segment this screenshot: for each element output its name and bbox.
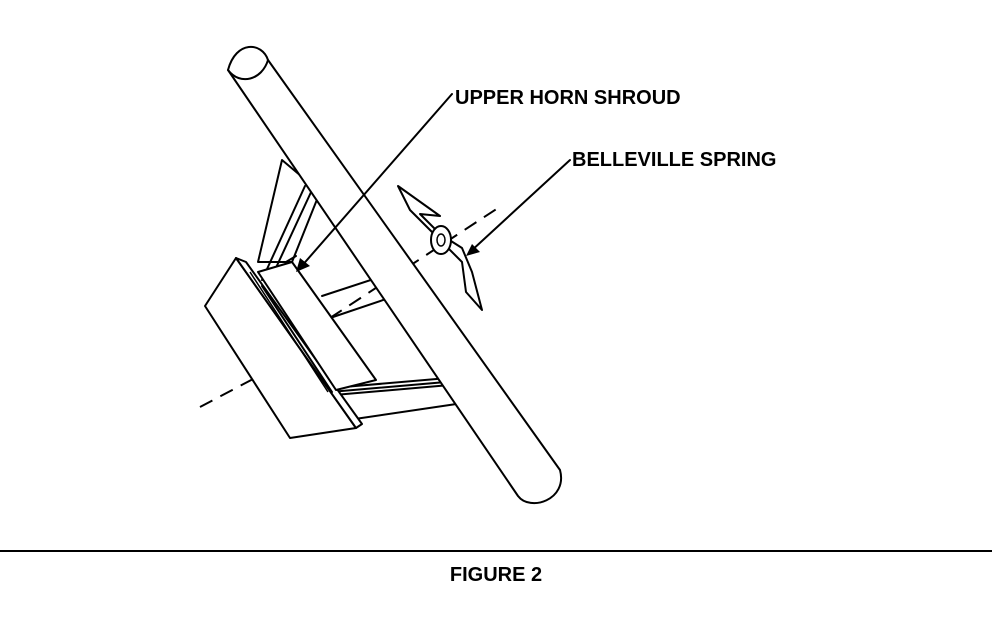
upper-horn-shroud: [204, 255, 377, 439]
label-upper-horn-shroud: UPPER HORN SHROUD: [455, 87, 681, 109]
figure-caption: FIGURE 2: [450, 564, 542, 586]
label-belleville-spring: BELLEVILLE SPRING: [572, 149, 776, 171]
leader-lines: [296, 93, 571, 272]
belleville-spring: [397, 185, 483, 311]
steering-wheel-rim: [227, 45, 563, 505]
center-axis: [199, 207, 499, 408]
